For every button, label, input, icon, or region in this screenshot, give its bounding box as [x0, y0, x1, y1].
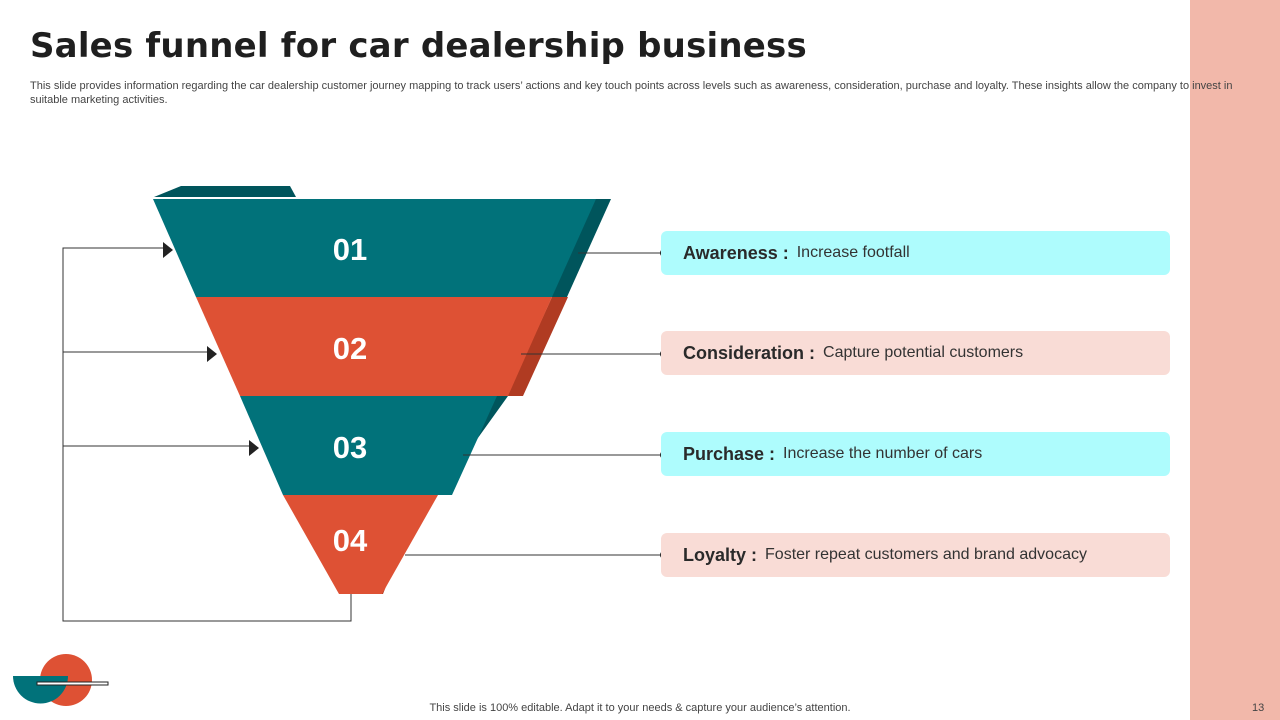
stage-description: Capture potential customers	[823, 344, 1024, 361]
stage-label: Purchase :	[683, 443, 776, 464]
slide-subtitle: This slide provides information regardin…	[30, 80, 1233, 106]
stage-description: Increase the number of cars	[783, 445, 983, 462]
stage-card-awareness: Awareness : Increase footfall	[661, 231, 1170, 275]
slide-title: Sales funnel for car dealership business	[30, 26, 807, 66]
side-accent-band	[1190, 0, 1280, 720]
stage-card-purchase: Purchase : Increase the number of cars	[661, 432, 1170, 476]
funnel-layer-1: 01	[153, 186, 611, 297]
funnel-layer-2: 02	[196, 297, 568, 396]
stage-label: Awareness :	[683, 242, 789, 263]
arrow-to-stage-1	[163, 242, 173, 258]
stage-label: Consideration :	[683, 342, 816, 363]
feedback-loop	[62, 247, 352, 622]
arrow-to-stage-2	[207, 346, 217, 362]
page-number: 13	[1252, 702, 1265, 714]
connector-dots	[660, 249, 668, 559]
funnel-layer-3: 03	[240, 396, 508, 495]
arrow-to-stage-3	[249, 440, 259, 456]
stage-number-2: 02	[333, 331, 367, 366]
stage-number-4: 04	[333, 523, 368, 558]
stage-label: Loyalty :	[683, 544, 758, 565]
connectors	[405, 252, 663, 556]
stage-number-3: 03	[333, 430, 367, 465]
stage-description: Increase footfall	[796, 244, 910, 261]
slide-footer: This slide is 100% editable. Adapt it to…	[429, 702, 851, 714]
feedback-arrowheads	[163, 242, 259, 456]
stage-description: Foster repeat customers and brand advoca…	[765, 546, 1087, 563]
stage-card-loyalty: Loyalty : Foster repeat customers and br…	[661, 533, 1170, 577]
decorative-logo-icon	[13, 654, 109, 706]
funnel-layer-4: 04	[283, 495, 438, 594]
stage-number-1: 01	[333, 232, 367, 267]
stage-card-consideration: Consideration : Capture potential custom…	[661, 331, 1170, 375]
